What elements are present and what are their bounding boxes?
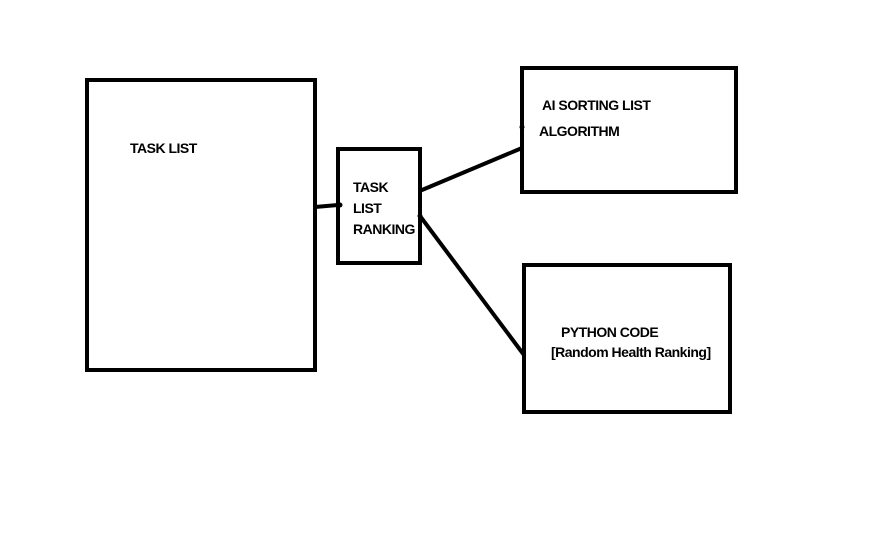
task-list-label: TASK LIST <box>130 140 197 156</box>
node-ai-sorting <box>520 66 738 194</box>
node-python-code <box>522 263 732 414</box>
ranking-label-line-1: TASK <box>353 179 389 195</box>
connector-dot <box>417 213 423 219</box>
ranking-label-line-3: RANKING <box>353 221 415 237</box>
ai-sorting-label-line-1: AI SORTING LIST <box>542 97 651 113</box>
python-code-label-line-1: PYTHON CODE <box>561 324 659 340</box>
node-task-list <box>85 78 317 372</box>
edge-ranking-to-python-code <box>418 214 526 357</box>
python-code-label-line-2: [Random Health Ranking] <box>551 344 711 360</box>
connector-dot <box>519 124 525 130</box>
ranking-label-line-2: LIST <box>353 200 382 216</box>
ai-sorting-label-line-2: ALGORITHM <box>539 123 620 139</box>
edge-task-list-to-ranking <box>313 203 340 209</box>
connector-dot <box>313 125 317 129</box>
connector-dot <box>337 202 343 208</box>
edge-ranking-to-ai-sorting <box>420 146 524 192</box>
